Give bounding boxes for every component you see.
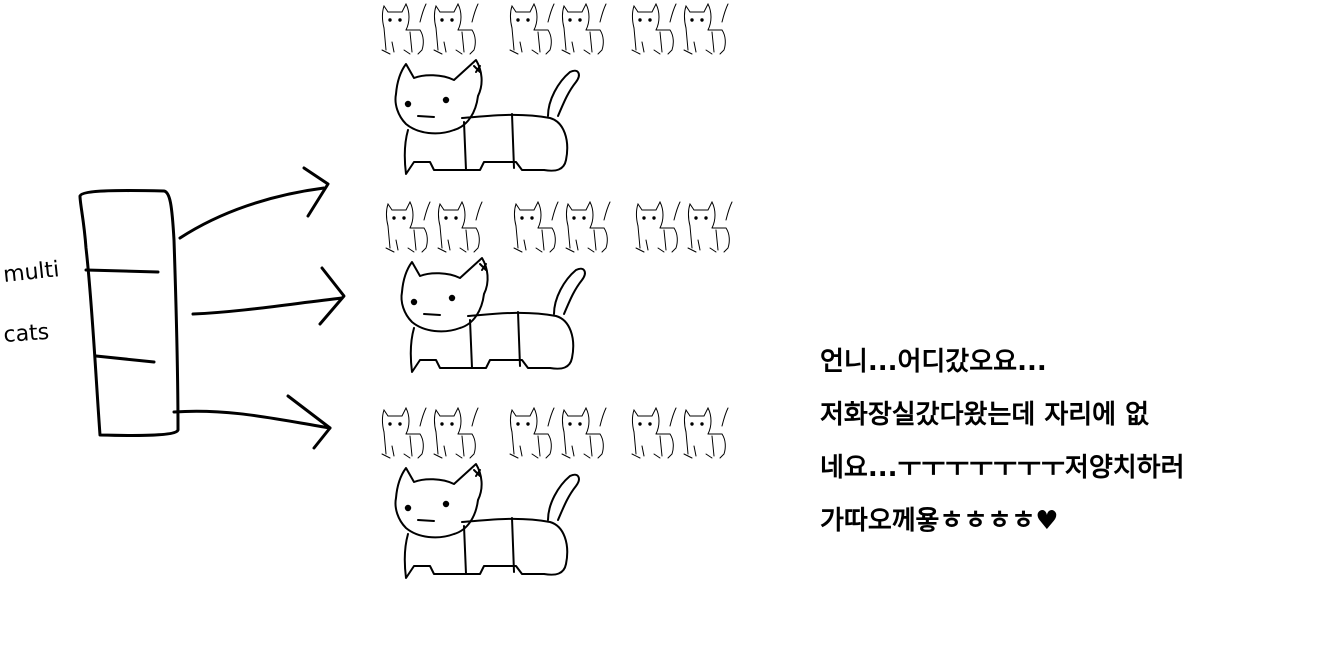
message-line: 언니...어디갔오요... [820,347,1047,377]
message-line: 네요...ㅜㅜㅜㅜㅜㅜㅜ저양치하러 [820,453,1185,483]
arrowhead-top [302,166,330,218]
mini-cat-row [386,202,732,252]
message-line: 저화장실갔다왔는데 자리에 없 [820,400,1150,430]
label-cats: cats [3,320,50,348]
label-multi: multi [2,257,61,288]
message-text: 언니...어디갔오요... 저화장실갔다왔는데 자리에 없 네요...ㅜㅜㅜㅜㅜ… [820,336,1320,548]
cat-group-top [382,4,728,175]
arrowhead-bottom [286,394,332,450]
message-line: 가따오께욯ㅎㅎㅎㅎ♥ [820,506,1059,536]
arrowhead-middle [318,266,346,326]
big-cat [400,257,586,373]
arrows [172,166,346,450]
arrow-top [178,186,326,240]
big-cat [394,59,580,175]
multicats-box [78,189,180,437]
mini-cat-row [382,4,728,54]
arrow-bottom [172,409,332,430]
cat-group-bottom [382,408,728,579]
cat-group-middle [386,202,732,373]
big-cat [394,463,580,579]
mini-cat-row [382,408,728,458]
arrow-middle [191,296,344,316]
